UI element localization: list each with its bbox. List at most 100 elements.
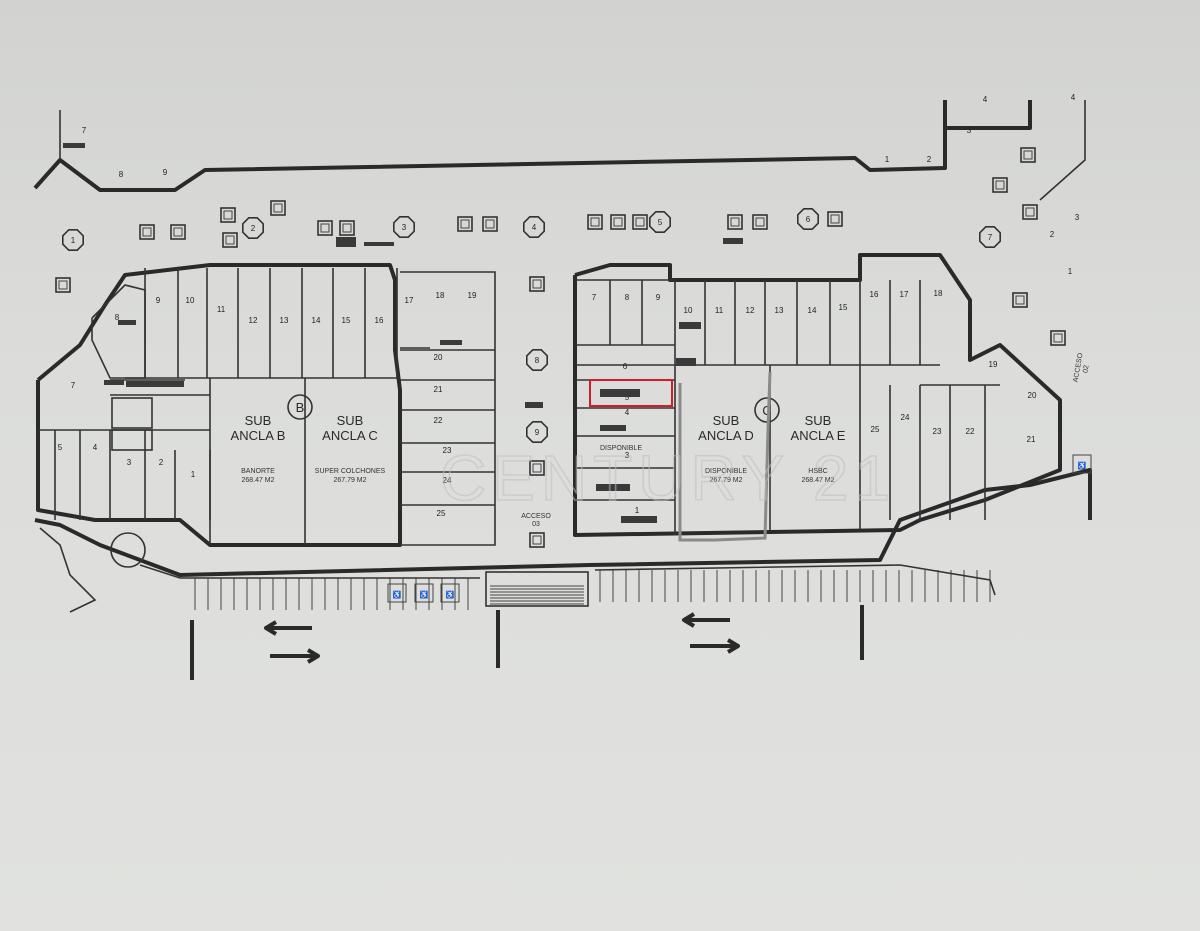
unit-number: 20: [1028, 391, 1037, 400]
service-block: [111, 397, 153, 429]
unit-number: 20: [434, 353, 443, 362]
kiosk-number: 7: [988, 233, 993, 242]
unit-number: 5: [58, 443, 63, 452]
kiosk-square: [529, 460, 545, 476]
unit-number: 3: [625, 451, 630, 460]
kiosk-octagon[interactable]: [61, 229, 84, 251]
unit-number: 11: [217, 305, 226, 314]
anchor-marker-letter: C: [762, 403, 771, 418]
sub-ancla-c-area: 267.79 M2: [333, 477, 366, 484]
kiosk-square: [727, 214, 743, 230]
northeast-edge: [1039, 100, 1086, 201]
unit-number: 24: [443, 476, 452, 485]
unit-number: 2: [927, 155, 932, 164]
unit-8-wedge: [91, 284, 146, 379]
parking-curb-right: [594, 564, 996, 596]
kiosk-octagon[interactable]: [242, 217, 265, 239]
redacted-tenant-tape: [596, 484, 630, 491]
unit-number: 9: [656, 293, 661, 302]
kiosk-octagon[interactable]: [525, 348, 549, 372]
kiosk-square: [752, 214, 768, 230]
unit-number: 15: [342, 316, 351, 325]
redacted-tenant-tape: [600, 389, 640, 397]
center-left-column: [400, 271, 496, 546]
kiosk-square: [270, 200, 286, 216]
watermark-text: CENTURY 21: [440, 442, 896, 514]
kiosk-square: [1050, 330, 1066, 346]
accessibility-icon: [414, 583, 434, 603]
kiosk-square-inner: [273, 203, 283, 213]
kiosk-number: 8: [535, 356, 540, 365]
center-right-upper: [575, 279, 676, 366]
kiosk-square: [992, 177, 1008, 193]
unit-number: 1: [635, 506, 640, 515]
unit-number: 9: [156, 296, 161, 305]
kiosk-square-inner: [613, 217, 623, 227]
redacted-tenant-tape: [364, 242, 394, 246]
unit-number: 4: [983, 95, 988, 104]
unit-3-disponible: DISPONIBLE: [600, 445, 642, 452]
sub-ancla-c-tenant: SUPER COLCHONES: [315, 468, 386, 475]
sub-ancla-d-area: 267.79 M2: [709, 477, 742, 484]
redacted-tenant-tape: [63, 143, 85, 148]
traffic-arrow-east-head: [306, 648, 320, 664]
redacted-tenant-tape: [126, 381, 184, 387]
unit-number: 15: [839, 303, 848, 312]
kiosk-square-inner: [1015, 295, 1025, 305]
wheelchair-icon: ♿: [393, 590, 402, 599]
kiosk-octagon[interactable]: [796, 208, 820, 230]
wheelchair-icon: ♿: [446, 590, 455, 599]
unit-number: 25: [437, 509, 446, 518]
unit-number: 10: [186, 296, 195, 305]
kiosk-square-inner: [1023, 150, 1033, 160]
unit-number: 18: [436, 291, 445, 300]
kiosk-octagon[interactable]: [978, 226, 1002, 248]
kiosk-square: [529, 276, 545, 292]
kiosk-square: [317, 220, 333, 236]
kiosk-number: 3: [402, 223, 407, 232]
kiosk-octagon[interactable]: [392, 216, 416, 238]
kiosk-square: [1022, 204, 1038, 220]
kiosk-square: [610, 214, 626, 230]
access-02-label: ACCESO02: [1073, 352, 1093, 384]
kiosk-octagon[interactable]: [648, 211, 672, 233]
traffic-arrow-west-head: [264, 620, 278, 636]
unit-number: 8: [625, 293, 630, 302]
unit-number: 19: [989, 360, 998, 369]
kiosk-octagon[interactable]: [525, 420, 549, 444]
unit-number: 6: [623, 362, 628, 371]
traffic-arrow-east-head: [726, 638, 740, 654]
accessibility-icon: [440, 583, 460, 603]
redacted-tenant-tape: [336, 237, 356, 247]
kiosk-octagon[interactable]: [522, 216, 546, 238]
kiosk-square-inner: [58, 280, 68, 290]
kiosk-square: [220, 207, 236, 223]
unit-number: 2: [159, 458, 164, 467]
unit-number: 13: [775, 306, 784, 315]
unit-number: 18: [934, 289, 943, 298]
unit-number: 3: [1075, 213, 1080, 222]
unit-number: 19: [468, 291, 477, 300]
unit-number: 21: [434, 385, 443, 394]
kiosk-square-inner: [532, 463, 542, 473]
kiosk-number: 4: [532, 223, 537, 232]
anchor-marker-circle: [287, 394, 313, 420]
unit-number: 13: [280, 316, 289, 325]
kiosk-square-inner: [1025, 207, 1035, 217]
kiosk-square-inner: [225, 235, 235, 245]
redacted-tenant-tape: [621, 516, 657, 523]
kiosk-number: 2: [251, 224, 256, 233]
kiosk-square-inner: [320, 223, 330, 233]
unit-number: 1: [191, 470, 196, 479]
sub-ancla-e-area: 268.47 M2: [801, 477, 834, 484]
kiosk-square-inner: [173, 227, 183, 237]
accessibility-icon: [387, 583, 407, 603]
main-entrance-steps: [485, 571, 589, 607]
unit-number: 12: [746, 306, 755, 315]
unit-number: 3: [967, 126, 972, 135]
